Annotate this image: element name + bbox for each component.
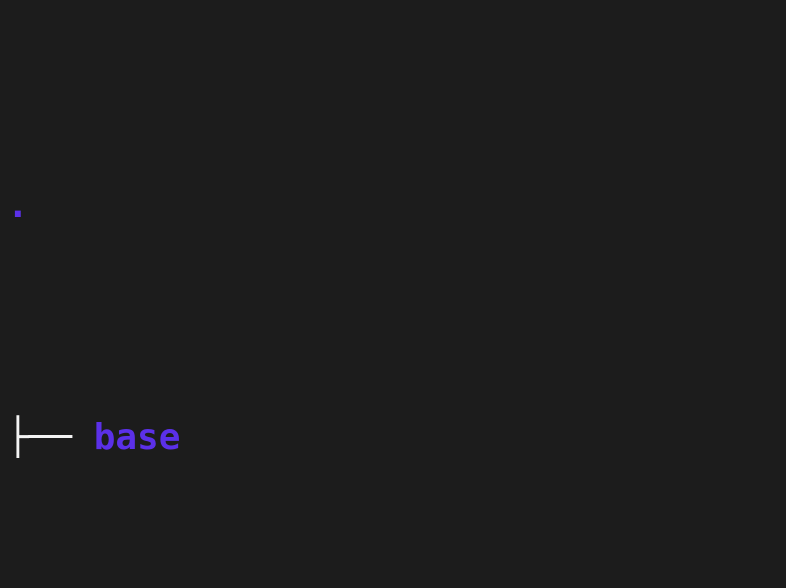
tree-node-directory[interactable]: base: [93, 417, 181, 458]
tree-branch-glyphs: ├──: [7, 417, 94, 458]
tree-line: .: [7, 177, 744, 235]
tree-line: ├── base: [7, 409, 744, 467]
directory-tree: . ├── base │ ├── kustomization.yaml │ └─…: [7, 3, 744, 588]
tree-node-root[interactable]: .: [7, 185, 29, 226]
